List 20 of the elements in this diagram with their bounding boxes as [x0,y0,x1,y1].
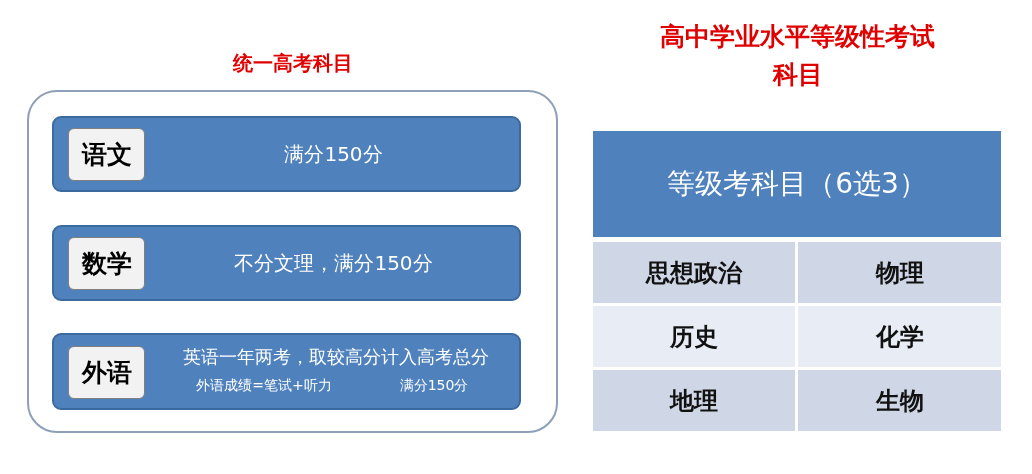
subject-bar [52,333,521,410]
subject-bar [52,225,521,301]
table-cell: 物理 [798,242,1001,303]
score-text: 不分文理，满分150分 [234,249,433,277]
table-cell: 化学 [798,306,1001,367]
table-cell: 历史 [593,306,795,367]
table-header: 等级考科目（6选3） [593,131,1001,237]
table-cell: 思想政治 [593,242,795,303]
score-text: 满分150分 [398,376,470,395]
subject-label: 外语 [68,346,145,399]
table-cell: 生物 [798,370,1001,431]
heading: 统一高考科目 [231,50,354,77]
heading: 高中学业水平等级性考试科目 [659,21,936,91]
subject-label: 数学 [68,237,145,290]
score-text: 满分150分 [284,140,383,168]
note-text: 外语成绩=笔试+听力 [195,376,333,395]
table-cell: 地理 [593,370,795,431]
subject-bar [52,116,521,192]
subject-label: 语文 [68,128,145,181]
description-text: 英语一年两考，取较高分计入高考总分 [182,345,490,369]
